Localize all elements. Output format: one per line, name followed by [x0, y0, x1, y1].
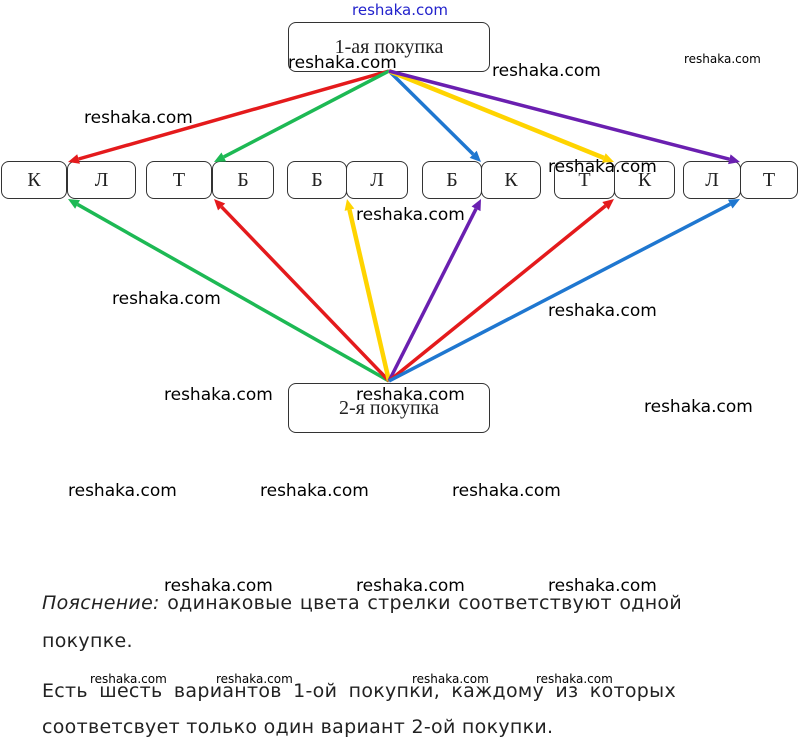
pair-4-right: К — [614, 161, 675, 199]
arrow-p1-red-0-head — [68, 154, 80, 164]
explanation-line-1: Пояснение: одинаковые цвета стрелки соот… — [42, 592, 682, 614]
arrow-p2-purple-3-head — [471, 199, 481, 212]
pair-4-left-letter: Т — [578, 168, 591, 191]
watermark: reshaka.com — [548, 157, 657, 177]
pair-5-left-letter: Л — [705, 168, 719, 191]
purchase-2-label: 2-я покупка — [339, 396, 439, 419]
watermark: reshaka.com — [452, 481, 561, 501]
pair-2-right-letter: Л — [370, 168, 384, 191]
watermark: reshaka.com — [288, 53, 397, 73]
watermark: reshaka.com — [112, 289, 221, 309]
pair-5-right: Т — [740, 161, 798, 199]
explanation-text-3: Есть шесть вариантов 1-ой покупки, каждо… — [42, 680, 676, 702]
explanation-text-4: соответсвует только один вариант 2-ой по… — [42, 716, 554, 738]
pair-4-left: Т — [554, 161, 615, 199]
pair-2-left: Б — [287, 161, 347, 199]
arrow-p2-purple-3-line — [387, 208, 478, 382]
arrow-p1-yellow-3-head — [601, 153, 614, 163]
pair-5-left: Л — [683, 161, 741, 199]
pair-3-left-letter: Б — [446, 168, 458, 191]
pair-1-left: Т — [146, 161, 212, 199]
explanation-label: Пояснение: — [42, 592, 160, 614]
pair-2-left-letter: Б — [311, 168, 323, 191]
arrow-p2-red-1-line — [220, 205, 391, 383]
arrow-p1-yellow-3-line — [388, 68, 605, 160]
purchase-2-box: 2-я покупка — [288, 383, 490, 433]
arrow-p1-green-1-head — [214, 152, 227, 162]
watermark: reshaka.com — [356, 385, 465, 405]
watermark: reshaka.com — [84, 108, 193, 128]
arrow-p2-blue-5-head — [727, 199, 740, 209]
pair-1-right: Б — [212, 161, 274, 199]
explanation-text-1: одинаковые цвета стрелки соответствуют о… — [167, 592, 682, 614]
pair-3-right-letter: К — [504, 168, 518, 191]
pair-1-right-letter: Б — [237, 168, 249, 191]
watermark: reshaka.com — [90, 672, 167, 686]
arrow-p2-green-0-head — [68, 199, 81, 209]
watermark: reshaka.com — [412, 672, 489, 686]
pair-2-right: Л — [346, 161, 408, 199]
arrow-p2-yellow-2-line — [347, 209, 392, 382]
arrow-p2-blue-5-line — [388, 202, 732, 383]
watermark: reshaka.com — [68, 481, 177, 501]
watermark: reshaka.com — [684, 52, 761, 66]
explanation-line-2: покупке. — [42, 630, 682, 652]
watermark: reshaka.com — [164, 576, 273, 596]
purchase-1-box: 1-ая покупка — [288, 22, 490, 72]
explanation-text-2: покупке. — [42, 630, 133, 652]
pair-0-left-letter: К — [27, 168, 41, 191]
explanation-line-3: Есть шесть вариантов 1-ой покупки, каждо… — [42, 680, 676, 702]
arrow-p1-purple-4-line — [388, 69, 730, 161]
watermark: reshaka.com — [644, 397, 753, 417]
purchase-1-label: 1-ая покупка — [334, 35, 444, 58]
arrow-p2-red-4-line — [387, 204, 607, 383]
pair-4-right-letter: К — [637, 168, 652, 191]
arrow-p1-blue-2-line — [387, 69, 475, 156]
arrow-p2-red-4-head — [602, 199, 614, 210]
arrow-p2-green-0-line — [76, 202, 390, 383]
explanation-line-4: соответсвует только один вариант 2-ой по… — [42, 716, 682, 738]
watermark: reshaka.com — [352, 1, 448, 19]
pair-5-right-letter: Т — [762, 168, 776, 191]
arrow-p1-red-0-line — [78, 69, 390, 161]
arrow-p1-purple-4-head — [728, 154, 740, 165]
watermark: reshaka.com — [356, 576, 465, 596]
pair-3-left: Б — [422, 161, 482, 199]
watermark: reshaka.com — [260, 481, 369, 501]
watermark: reshaka.com — [164, 385, 273, 405]
pair-0-left: К — [1, 161, 67, 199]
pair-3-right: К — [481, 161, 541, 199]
watermark: reshaka.com — [536, 672, 613, 686]
watermark: reshaka.com — [356, 205, 465, 225]
watermark: reshaka.com — [548, 301, 657, 321]
arrow-p1-blue-2-head — [469, 150, 481, 162]
watermark: reshaka.com — [216, 672, 293, 686]
watermark: reshaka.com — [492, 61, 601, 81]
pair-1-left-letter: Т — [172, 168, 186, 191]
arrow-p2-yellow-2-head — [344, 199, 355, 211]
arrow-p1-green-1-line — [222, 69, 390, 159]
pair-0-right-letter: Л — [94, 168, 109, 191]
watermark: reshaka.com — [548, 576, 657, 596]
pair-0-right: Л — [67, 161, 136, 199]
arrow-p2-red-1-head — [214, 199, 226, 211]
